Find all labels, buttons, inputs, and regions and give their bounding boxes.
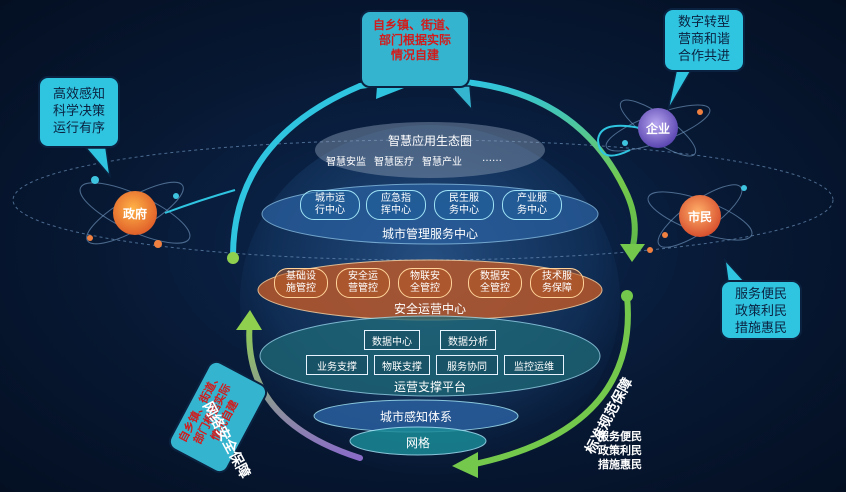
bottom-right-text: 服务便民政策利民措施惠民 <box>598 430 642 471</box>
right-top-callout: 数字转型营商和谐合作共进 <box>663 8 745 72</box>
enterprise-node-circle <box>638 108 678 148</box>
ecosystem-items: 智慧安监 智慧医疗 智慧产业 …… <box>326 153 502 168</box>
ops-row2-item: 服务协同 <box>436 355 498 375</box>
security-title: 安全运营中心 <box>393 302 466 316</box>
citizen-node: 市民 <box>687 209 712 224</box>
ecosystem-cloud <box>315 122 545 178</box>
ecosystem-item: …… <box>482 153 502 164</box>
security-item: 安全运营管控 <box>336 268 390 298</box>
perception-title: 城市感知体系 <box>379 410 452 424</box>
ecosystem-item: 智慧产业 <box>422 157 462 168</box>
ops-title: 运营支撑平台 <box>393 380 466 394</box>
security-item: 物联安全管控 <box>398 268 452 298</box>
city-mgmt-item: 城市运行中心 <box>300 190 360 220</box>
ops-row1-item: 数据中心 <box>364 330 420 350</box>
top-callout: 自乡镇、街道、部门根据实际情况自建 <box>360 10 470 88</box>
gov-node-circle <box>113 191 157 235</box>
ops-layer <box>259 315 601 397</box>
ops-row2-item: 业务支撑 <box>306 355 368 375</box>
city-mgmt-item: 产业服务中心 <box>502 190 562 220</box>
bottom-right-arc <box>467 293 631 468</box>
left-callout: 高效感知科学决策运行有序 <box>38 76 120 148</box>
ecosystem-title: 智慧应用生态圈 <box>387 134 472 148</box>
city-mgmt-item: 民生服务中心 <box>434 190 494 220</box>
ecosystem-item: 智慧医疗 <box>374 157 414 168</box>
ecosystem-item: 智慧安监 <box>326 157 366 168</box>
security-item: 数据安全管控 <box>468 268 522 298</box>
network-layer <box>349 426 487 456</box>
citizen-node-circle <box>679 195 721 237</box>
city-mgmt-item: 应急指挥中心 <box>366 190 426 220</box>
right-bottom-callout: 服务便民政策利民措施惠民 <box>720 280 802 340</box>
ops-row1-item: 数据分析 <box>440 330 496 350</box>
security-item: 技术服务保障 <box>530 268 584 298</box>
network-title: 网格 <box>405 436 430 450</box>
right-arc-arrow <box>620 244 645 262</box>
security-item: 基础设施管控 <box>274 268 328 298</box>
city-mgmt-title: 城市管理服务中心 <box>381 227 478 241</box>
ops-row2-item: 物联支撑 <box>374 355 430 375</box>
ops-row2-item: 监控运维 <box>504 355 564 375</box>
gov-node: 政府 <box>122 206 147 221</box>
left-arc <box>229 83 363 261</box>
left-lower-arc <box>246 317 363 461</box>
enterprise-node: 企业 <box>645 121 670 136</box>
